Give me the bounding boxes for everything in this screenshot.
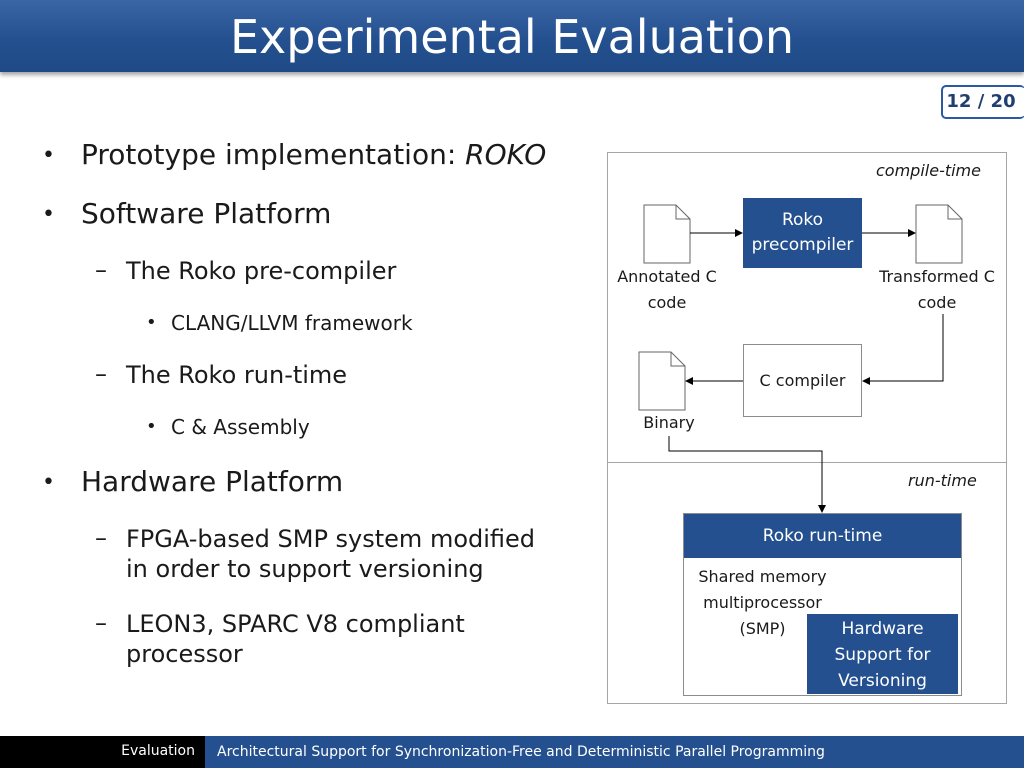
bullet-clang: CLANG/LLVM framework bbox=[171, 311, 413, 335]
bullet-dot-small: • bbox=[146, 312, 157, 333]
bullet-dash: – bbox=[95, 524, 107, 552]
hardware-versioning-box: Hardware Support for Versioning bbox=[807, 614, 958, 694]
footer-talk-title: Architectural Support for Synchronizatio… bbox=[217, 744, 825, 760]
bullet-precompiler: The Roko pre-compiler bbox=[126, 257, 397, 285]
bullet-dot-small: • bbox=[146, 416, 157, 437]
bullet-fpga-line1: FPGA-based SMP system modified bbox=[126, 525, 536, 553]
smp-line3: (SMP) bbox=[739, 619, 786, 638]
hw-line1: Hardware bbox=[841, 619, 924, 639]
slide-title: Experimental Evaluation bbox=[229, 10, 795, 64]
bullet-leon-line1: LEON3, SPARC V8 compliant bbox=[126, 610, 465, 638]
bullet-dash: – bbox=[95, 256, 107, 284]
annotated-c-line1: Annotated C bbox=[617, 267, 717, 286]
bullet-dash: – bbox=[95, 609, 107, 637]
bullet-leon-line2: processor bbox=[126, 640, 243, 668]
annotated-c-caption: Annotated C code bbox=[607, 264, 727, 316]
toolchain-diagram bbox=[607, 152, 1007, 704]
hw-line2: Support for bbox=[834, 645, 931, 665]
transformed-c-line1: Transformed C bbox=[879, 267, 995, 286]
bullet-prototype: Prototype implementation: ROKO bbox=[81, 138, 546, 171]
transformed-c-caption: Transformed C code bbox=[872, 264, 1002, 316]
run-time-label: run-time bbox=[908, 471, 977, 490]
compile-time-label: compile-time bbox=[876, 161, 981, 180]
bullet-c-asm: C & Assembly bbox=[171, 415, 310, 439]
smp-line1: Shared memory bbox=[698, 567, 827, 586]
title-bar bbox=[0, 0, 1024, 72]
page-indicator: 12 / 20 bbox=[941, 85, 1024, 119]
c-compiler-box: C compiler bbox=[743, 344, 862, 417]
annotated-c-line2: code bbox=[647, 293, 687, 312]
binary-caption: Binary bbox=[643, 413, 695, 432]
arrow-binary-to-runtime bbox=[668, 436, 826, 513]
arrow-transformed-to-compiler bbox=[862, 314, 944, 385]
bullet-prototype-text: Prototype implementation: bbox=[81, 138, 466, 171]
transformed-c-line2: code bbox=[917, 293, 957, 312]
bullet-software-platform: Software Platform bbox=[81, 197, 332, 230]
footer-section-label: Evaluation bbox=[121, 743, 195, 759]
bullet-hardware-platform: Hardware Platform bbox=[81, 465, 344, 498]
smp-line2: multiprocessor bbox=[703, 593, 822, 612]
bullet-runtime: The Roko run-time bbox=[126, 361, 348, 389]
binary-document-icon bbox=[638, 351, 686, 411]
bullet-fpga-line2: in order to support versioning bbox=[126, 555, 484, 583]
precompiler-line2: precompiler bbox=[751, 235, 854, 255]
hw-line3: Versioning bbox=[838, 671, 927, 691]
bullet-dot: • bbox=[42, 143, 55, 168]
annotated-c-document-icon bbox=[643, 204, 691, 264]
diagram-divider bbox=[607, 462, 1007, 463]
footer-title-bar: Architectural Support for Synchronizatio… bbox=[205, 736, 1024, 768]
roko-runtime-box: Roko run-time bbox=[684, 514, 961, 558]
precompiler-line1: Roko bbox=[781, 210, 824, 230]
bullet-dot: • bbox=[42, 470, 55, 495]
bullet-dash: – bbox=[95, 360, 107, 388]
bullet-prototype-name: ROKO bbox=[465, 138, 547, 171]
bullet-dot: • bbox=[42, 202, 55, 227]
footer-section: Evaluation bbox=[0, 736, 205, 768]
transformed-c-document-icon bbox=[915, 204, 963, 264]
roko-precompiler-box: Roko precompiler bbox=[743, 198, 862, 268]
smp-caption: Shared memory multiprocessor (SMP) bbox=[690, 564, 835, 642]
